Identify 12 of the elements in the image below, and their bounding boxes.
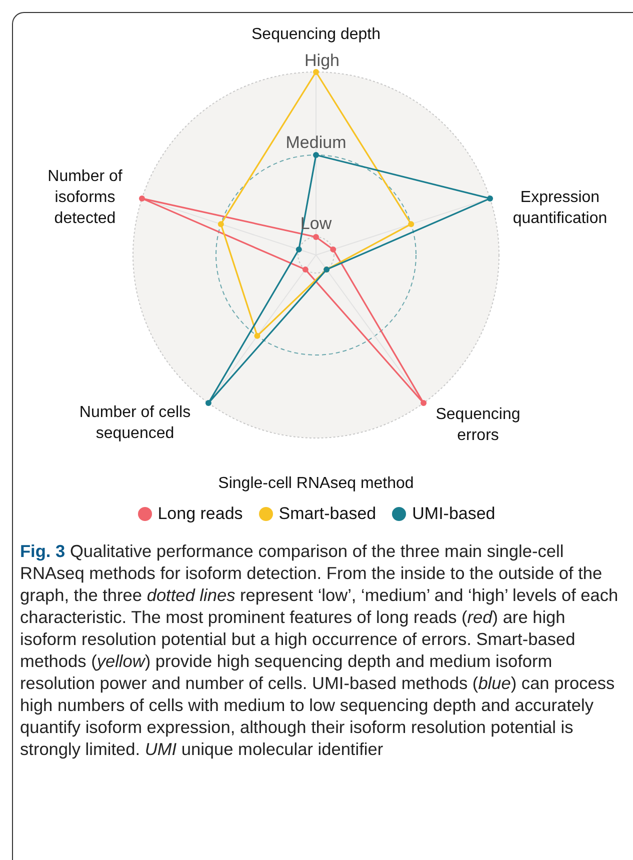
axis-label: Sequencing errors (434, 405, 522, 446)
axis-label: Number of cells sequenced (78, 403, 192, 444)
legend-title: Single-cell RNAseq method (217, 474, 415, 494)
legend-label: UMI-based (412, 504, 496, 524)
legend-label: Smart-based (278, 504, 376, 524)
axis-label: Sequencing depth (250, 25, 382, 45)
axis-label: Expression quantification (512, 188, 608, 229)
legend-label: Long reads (158, 504, 243, 524)
level-label: Medium (284, 132, 348, 153)
figure-caption: Fig. 3 Qualitative performance comparison of the three main single-cell RNAseq methods for isoform detection. From the inside to the outside of the graph, the three dotted lines represent ‘low’, ‘medium’ and ‘high’ levels of each characteristic. The most prominent features of long reads (red) are high isoform resolution potential but a high occurrence of errors. Smart-based methods (yellow) provide high sequencing depth and medium isoform resolution power and number of cells. UMI-based methods (blue) can process high numbers of cells with medium to low sequencing depth and accurately quantify isoform expression, although their isoform resolution potential is strongly limited. UMI unique molecular identifier (20, 540, 620, 760)
level-label: High (304, 50, 340, 71)
axis-label: Number of isoforms detected (46, 167, 124, 229)
